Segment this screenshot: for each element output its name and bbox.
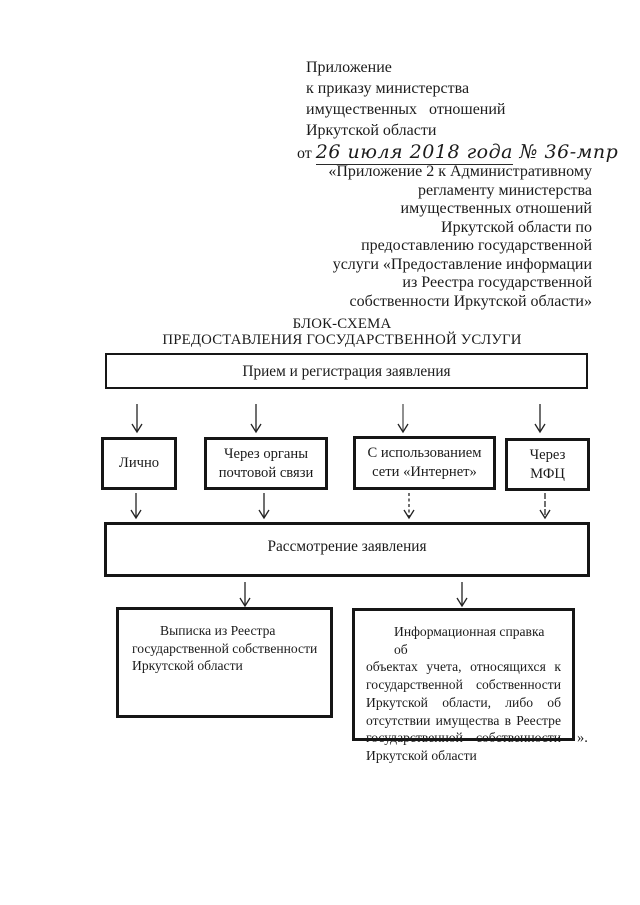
date-prefix: от — [297, 145, 316, 162]
schema-title: БЛОК-СХЕМА ПРЕДОСТАВЛЕНИЯ ГОСУДАРСТВЕННО… — [52, 316, 632, 348]
header-line: Иркутской области — [306, 122, 437, 139]
outcome-line: объектах учета, относящихся к — [366, 659, 561, 675]
appendix-line: регламенту министерства — [417, 181, 592, 199]
appendix-line: из Реестра государственной — [402, 274, 592, 291]
flow-box-channel-mfc: Через МФЦ — [505, 438, 590, 491]
outcome-line: отсутствии имущества в Реестре — [366, 712, 561, 728]
header-block: Приложение к приказу министерства имущес… — [297, 57, 618, 165]
outcome-line: государственной собственности — [132, 640, 318, 656]
flow-box-label: Лично — [118, 455, 160, 471]
arrow-down-icon — [237, 582, 253, 608]
header-line: к приказу министерства — [306, 80, 470, 97]
flow-box-reception: Прием и регистрация заявления — [105, 353, 588, 389]
outcome-line: Иркутской области, либо об — [366, 694, 561, 710]
arrow-down-icon — [256, 493, 272, 520]
flow-box-label: Прием и регистрация заявления — [242, 362, 451, 380]
arrow-down-icon — [537, 493, 553, 520]
flow-box-review: Рассмотрение заявления — [104, 522, 590, 577]
order-date-line: от 26 июля 2018 года № 36-мпр — [297, 141, 619, 165]
flow-box-channel-lichno: Лично — [101, 437, 177, 490]
arrow-down-icon — [128, 493, 144, 520]
flow-box-label: Через — [529, 446, 566, 463]
handwritten-order-number: № 36-мпр — [512, 141, 619, 163]
flow-box-label: сети «Интернет» — [372, 464, 477, 480]
outcome-line: государственной собственности — [366, 677, 561, 693]
header-line: Приложение — [306, 59, 392, 76]
arrow-down-icon — [401, 493, 417, 520]
appendix-line: «Приложение 2 к Административному — [328, 163, 592, 180]
arrow-down-icon — [532, 404, 548, 434]
flow-box-channel-internet: С использованием сети «Интернет» — [353, 436, 496, 490]
appendix-line: предоставлению государственной — [361, 237, 592, 254]
flow-box-outcome-extract: Выписка из Реестра государственной собст… — [116, 607, 333, 718]
arrow-down-icon — [395, 404, 411, 434]
flow-box-label: С использованием — [367, 445, 482, 461]
flow-box-label: МФЦ — [530, 465, 565, 482]
appendix-reference-block: «Приложение 2 к Административному реглам… — [262, 163, 592, 311]
flow-box-channel-post: Через органы почтовой связи — [204, 437, 328, 490]
closing-quote-mark: ». — [577, 730, 588, 746]
outcome-line: Иркутской области — [132, 658, 243, 674]
arrow-down-icon — [129, 404, 145, 434]
outcome-line: Выписка из Реестра — [160, 623, 276, 638]
handwritten-date: 26 июля 2018 года — [315, 141, 513, 165]
appendix-line: имущественных отношений — [400, 200, 593, 217]
outcome-line: Информационная справка об — [394, 624, 545, 657]
appendix-line: Иркутской области по — [441, 218, 592, 236]
appendix-line: собственности Иркутской области» — [349, 292, 592, 310]
arrow-down-icon — [248, 404, 264, 434]
schema-title-line1: БЛОК-СХЕМА — [292, 316, 392, 332]
flow-box-label: почтовой связи — [218, 464, 314, 481]
arrow-down-icon — [454, 582, 470, 608]
schema-title-line2: ПРЕДОСТАВЛЕНИЯ ГОСУДАРСТВЕННОЙ УСЛУГИ — [162, 332, 522, 348]
outcome-line: Иркутской области — [366, 747, 477, 763]
appendix-line: услуги «Предоставление информации — [332, 255, 592, 273]
flow-box-outcome-reference: Информационная справка об объектах учета… — [352, 608, 575, 763]
header-line: имущественных отношений — [306, 101, 506, 118]
outcome-line: государственной собственности — [366, 730, 561, 746]
flow-box-label: Через органы — [224, 445, 308, 462]
flow-box-label: Рассмотрение заявления — [267, 538, 427, 555]
